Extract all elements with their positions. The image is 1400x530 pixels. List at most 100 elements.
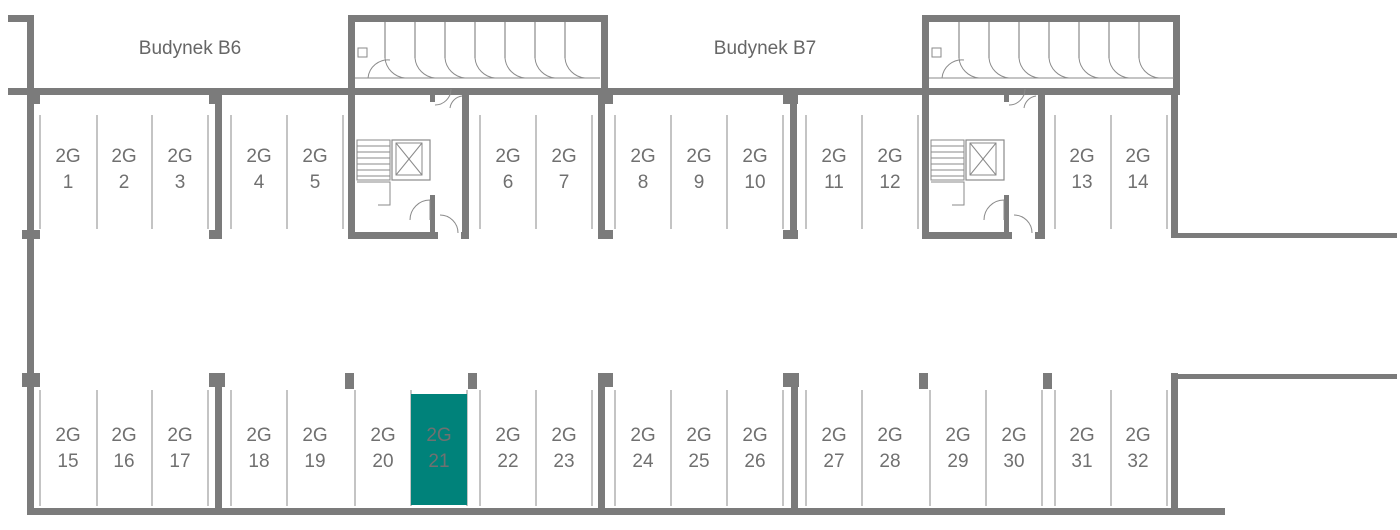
parking-slot-4[interactable]: 2G4	[231, 115, 287, 228]
slot-number: 14	[1127, 172, 1149, 193]
parking-slot-6[interactable]: 2G6	[480, 115, 536, 228]
slot-prefix: 2G	[495, 425, 520, 446]
slot-number: 22	[497, 451, 518, 472]
slot-prefix: 2G	[370, 425, 395, 446]
slot-prefix: 2G	[821, 146, 846, 167]
slot-number: 8	[638, 172, 649, 193]
slot-prefix: 2G	[551, 425, 576, 446]
slot-area[interactable]	[231, 394, 287, 505]
slot-prefix: 2G	[55, 146, 80, 167]
slot-prefix: 2G	[686, 146, 711, 167]
slot-number: 27	[823, 451, 844, 472]
slot-number: 31	[1071, 451, 1092, 472]
slot-area[interactable]	[480, 394, 536, 505]
slot-number: 15	[57, 451, 78, 472]
parking-slot-3[interactable]: 2G3	[152, 115, 208, 228]
slot-area[interactable]	[930, 394, 986, 505]
slot-prefix: 2G	[686, 425, 711, 446]
slot-area[interactable]	[96, 394, 152, 505]
parking-slot-9[interactable]: 2G9	[671, 115, 727, 228]
slot-number: 5	[310, 172, 321, 193]
slot-area[interactable]	[1110, 394, 1166, 505]
slot-number: 20	[372, 451, 393, 472]
slot-number: 1	[63, 172, 74, 193]
slot-number: 17	[169, 451, 190, 472]
slot-number: 19	[304, 451, 325, 472]
slot-number: 7	[559, 172, 570, 193]
slot-prefix: 2G	[1125, 146, 1150, 167]
slot-prefix: 2G	[551, 146, 576, 167]
parking-slot-1[interactable]: 2G1	[40, 115, 96, 228]
slot-number: 29	[947, 451, 968, 472]
slot-area[interactable]	[862, 394, 918, 505]
slot-area[interactable]	[536, 394, 592, 505]
slot-dividers	[39, 115, 1168, 506]
slot-number: 3	[175, 172, 186, 193]
slot-area[interactable]	[1054, 394, 1110, 505]
slot-prefix: 2G	[1069, 425, 1094, 446]
slot-prefix: 2G	[111, 425, 136, 446]
slot-area[interactable]	[287, 394, 343, 505]
slot-number: 2	[119, 172, 130, 193]
slot-area[interactable]	[355, 394, 411, 505]
slot-prefix: 2G	[111, 146, 136, 167]
slot-prefix: 2G	[742, 146, 767, 167]
slot-prefix: 2G	[246, 425, 271, 446]
slot-prefix: 2G	[426, 425, 451, 446]
slot-number: 16	[113, 451, 134, 472]
slot-area[interactable]	[411, 394, 467, 505]
slot-area[interactable]	[986, 394, 1042, 505]
slot-area[interactable]	[806, 394, 862, 505]
slot-number: 28	[879, 451, 900, 472]
parking-slot-5[interactable]: 2G5	[287, 115, 343, 228]
slot-prefix: 2G	[821, 425, 846, 446]
parking-slot-7[interactable]: 2G7	[536, 115, 592, 228]
slot-prefix: 2G	[742, 425, 767, 446]
slot-number: 10	[744, 172, 765, 193]
walls	[8, 15, 1397, 515]
slot-prefix: 2G	[630, 425, 655, 446]
slot-prefix: 2G	[167, 425, 192, 446]
slot-prefix: 2G	[167, 146, 192, 167]
slot-prefix: 2G	[630, 146, 655, 167]
slot-prefix: 2G	[1125, 425, 1150, 446]
slot-prefix: 2G	[945, 425, 970, 446]
slot-area[interactable]	[671, 394, 727, 505]
slot-number: 26	[744, 451, 765, 472]
slot-area[interactable]	[40, 394, 96, 505]
slot-area[interactable]	[615, 394, 671, 505]
slot-number: 12	[879, 172, 900, 193]
parking-slot-2[interactable]: 2G2	[96, 115, 152, 228]
slot-area[interactable]	[152, 394, 208, 505]
slot-number: 18	[248, 451, 269, 472]
parking-slot-8[interactable]: 2G8	[615, 115, 671, 228]
slot-area[interactable]	[727, 394, 783, 505]
core-details	[355, 22, 1174, 234]
slot-number: 9	[694, 172, 705, 193]
slot-prefix: 2G	[302, 425, 327, 446]
